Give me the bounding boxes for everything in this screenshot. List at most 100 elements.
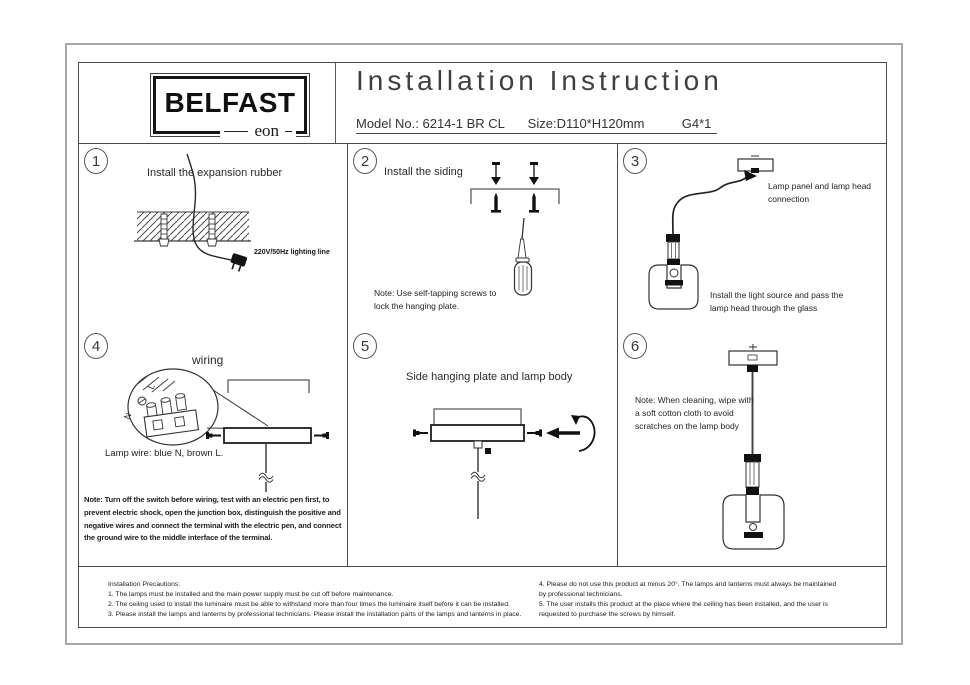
precautions-left-block: Installation Precautions: 1. The lamps m…	[108, 580, 521, 620]
hanging-plate	[227, 379, 310, 393]
size-label: Size:	[527, 116, 557, 131]
precaution-2: 2. The ceiling used to install the lumin…	[108, 601, 510, 608]
self-tapping-screw-icon	[529, 192, 539, 213]
panel-2-note-line1: Note: Use self-tapping screws to	[374, 288, 497, 298]
ceiling-hatch	[134, 374, 176, 393]
panel-3-connection-label: Lamp panel and lamp head connection	[768, 180, 871, 206]
finished-lamp-diagram	[722, 344, 785, 550]
panel-5-title: Side hanging plate and lamp body	[406, 371, 573, 383]
model-spec-line: Model No.: 6214-1 BR CL Size:D110*H120mm…	[356, 116, 718, 134]
rotate-arrowhead	[571, 415, 580, 425]
model-label: Model No.:	[356, 116, 419, 131]
panel-6-note: Note: When cleaning, wipe with a soft co…	[635, 394, 754, 433]
wire-break-symbol	[258, 472, 274, 483]
bulb-base	[665, 280, 683, 286]
panel-2-title: Install the siding	[384, 166, 463, 178]
step-2-badge: 2	[353, 148, 377, 174]
side-screw-icon	[413, 429, 428, 437]
panel-4-note-line3: negative wires and connect the terminal …	[84, 520, 342, 530]
plug-icon	[230, 253, 247, 272]
panel-6-note-line1: Note: When cleaning, wipe with	[635, 395, 754, 405]
panel-4-note-line2: prevent electric shock, open the junctio…	[84, 507, 341, 517]
brand-name: BELFAST	[164, 87, 296, 118]
panel-5-side-hanging-plate: 5 Side hanging plate and lamp body	[348, 329, 618, 566]
wire-break-symbol	[470, 471, 486, 482]
expansion-rubber-diagram	[134, 153, 251, 272]
panel-3-lamp-head-connection: 3	[618, 144, 888, 329]
glass-shade	[648, 264, 699, 310]
precaution-5: 5. The user installs this product at the…	[539, 601, 828, 608]
terminal-block	[143, 393, 200, 438]
precaution-1: 1. The lamps must be installed and the m…	[108, 591, 394, 598]
document-title: Installation Instruction	[356, 65, 723, 96]
model-value: 6214-1 BR CL	[422, 116, 505, 131]
install-label-line1: Install the light source and pass the	[710, 290, 844, 300]
panel-4-wiring: 4 wiring	[79, 329, 348, 566]
side-screw-icon	[206, 432, 221, 439]
install-label-line2: lamp head through the glass	[710, 303, 818, 313]
step-5-badge: 5	[353, 333, 377, 359]
rotate-arrow	[575, 415, 596, 452]
panel-4-note: Note: Turn off the switch before wiring,…	[84, 494, 341, 545]
step-6-badge: 6	[623, 333, 647, 359]
panel-2-note: Note: Use self-tapping screws to lock th…	[374, 287, 496, 312]
side-screw-icon	[527, 429, 542, 437]
terminal-l-label: L	[146, 382, 157, 391]
step-1-badge: 1	[84, 148, 108, 174]
wiring-diagram: N L	[122, 368, 329, 492]
title-cell: Installation Instruction Model No.: 6214…	[336, 63, 886, 143]
lamp-wire-label: Lamp wire: blue N, brown L.	[105, 448, 224, 459]
brand-logo: BELFAST eon	[150, 73, 310, 141]
lamp-body-plate	[223, 427, 312, 444]
lamp-head	[744, 454, 761, 495]
screwdriver-icon	[513, 217, 533, 296]
header: BELFAST eon Installation Instruction Mod…	[79, 63, 886, 144]
bulb-base	[744, 532, 763, 538]
bulb-socket	[749, 523, 757, 531]
precaution-4: 4. Please do not use this product at min…	[539, 581, 837, 588]
push-arrowhead	[546, 427, 559, 439]
panel-6-note-line3: scratches on the lamp body	[635, 421, 739, 431]
step-3-badge: 3	[623, 148, 647, 174]
lamp-head	[666, 234, 680, 265]
panel-4-title: wiring	[192, 353, 224, 367]
bulb-spec: G4*1	[681, 116, 712, 131]
connection-label-line2: connection	[768, 194, 810, 204]
siding-diagram	[470, 162, 560, 296]
page-outer-border	[65, 43, 903, 645]
hanging-plate	[470, 188, 560, 204]
screw-icon	[491, 162, 501, 185]
precaution-5-cont: requested to purchase the screws by hims…	[539, 611, 676, 618]
precaution-4-cont: by professional technicians.	[539, 591, 623, 598]
panel-4-note-line4: the ground wire to the middle interface …	[84, 533, 273, 543]
precautions-right-block: 4. Please do not use this product at min…	[539, 580, 836, 620]
expansion-anchor-icon	[206, 213, 218, 247]
panel-2-note-line2: lock the hanging plate.	[374, 300, 460, 311]
precaution-3: 3. Please install the lamps and lanterns…	[108, 611, 522, 618]
precautions-footer: Installation Precautions: 1. The lamps m…	[79, 566, 886, 629]
panel-3-install-label: Install the light source and pass the la…	[710, 289, 843, 315]
power-cable	[186, 153, 232, 261]
cord-grip	[747, 365, 758, 372]
lamp-body-plate	[430, 424, 525, 442]
panel-6-note-line2: a soft cotton cloth to avoid	[635, 408, 734, 418]
screw-icon	[529, 162, 539, 185]
step-4-badge: 4	[84, 333, 108, 359]
precautions-title: Installation Precautions:	[108, 581, 181, 588]
side-plate-diagram	[413, 408, 596, 519]
logo-cell: BELFAST eon	[79, 63, 336, 143]
panel-4-note-line1: Note: Turn off the switch before wiring,…	[84, 495, 330, 504]
panel-1-expansion-rubber: 1 Install the expansion rubber	[79, 144, 348, 329]
panel-6-cleaning: 6	[618, 329, 888, 566]
self-tapping-screw-icon	[491, 192, 501, 213]
wire-arrowhead	[744, 170, 757, 181]
lamp-connection-diagram	[648, 155, 774, 310]
terminal-n-label: N	[122, 411, 134, 421]
lighting-line-label: 220V/50Hz lighting line	[254, 249, 330, 256]
panel-1-title: Install the expansion rubber	[147, 167, 283, 179]
glass-shade	[722, 494, 785, 550]
hanging-plate	[433, 408, 522, 425]
connection-label-line1: Lamp panel and lamp head	[768, 181, 872, 191]
side-screw-icon	[314, 432, 329, 439]
